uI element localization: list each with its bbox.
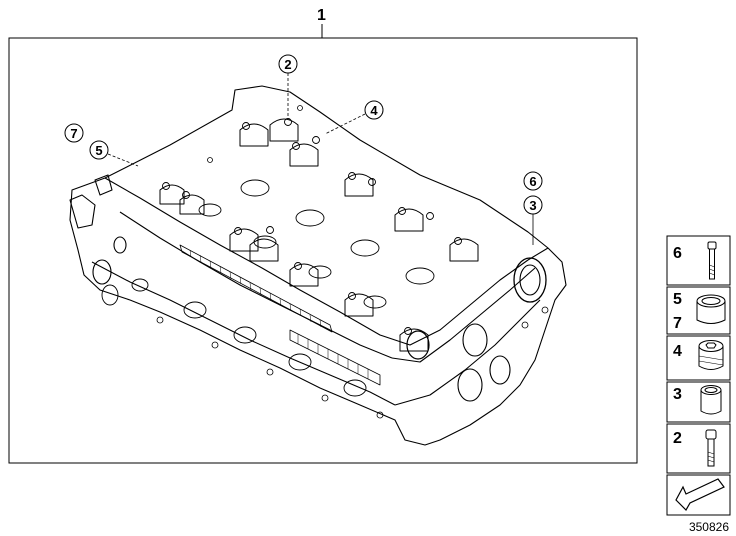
callout-3: 3: [523, 195, 543, 245]
diagram-id: 350826: [689, 520, 729, 534]
bolt-icon: [707, 241, 717, 280]
sleeve-icon: [700, 385, 722, 415]
callout-2: 2: [278, 54, 298, 118]
legend-num-2: 2: [673, 430, 682, 447]
callout-5-label: 5: [95, 143, 102, 158]
legend-num-4: 4: [673, 343, 682, 360]
callout-4-label: 4: [370, 103, 378, 118]
callout-5: 5: [89, 140, 139, 167]
callout-6-label: 6: [529, 174, 536, 189]
callout-3-label: 3: [529, 198, 536, 213]
legend-cell-6[interactable]: [666, 235, 731, 286]
callout-7-label: 7: [70, 126, 77, 141]
main-part-label: 1: [317, 7, 326, 24]
legend-num-7: 7: [673, 315, 682, 332]
callout-7: 7: [64, 123, 84, 143]
cylinder-head-illustration: [69, 85, 567, 446]
legend-num-3: 3: [673, 386, 682, 403]
callout-6: 6: [523, 171, 543, 191]
parts-legend: [666, 235, 731, 516]
callout-2-label: 2: [284, 57, 291, 72]
legend-cell-2[interactable]: [666, 423, 731, 474]
callout-4: 4: [324, 100, 384, 135]
legend-num-6: 6: [673, 245, 682, 262]
bolt-icon-2: [705, 429, 717, 467]
seal-ring-icon: [696, 294, 726, 324]
diagram-frame: [8, 37, 638, 464]
plug-screw-icon: [698, 340, 724, 370]
legend-num-5: 5: [673, 291, 682, 308]
arrow-left-down-icon[interactable]: [675, 478, 725, 511]
